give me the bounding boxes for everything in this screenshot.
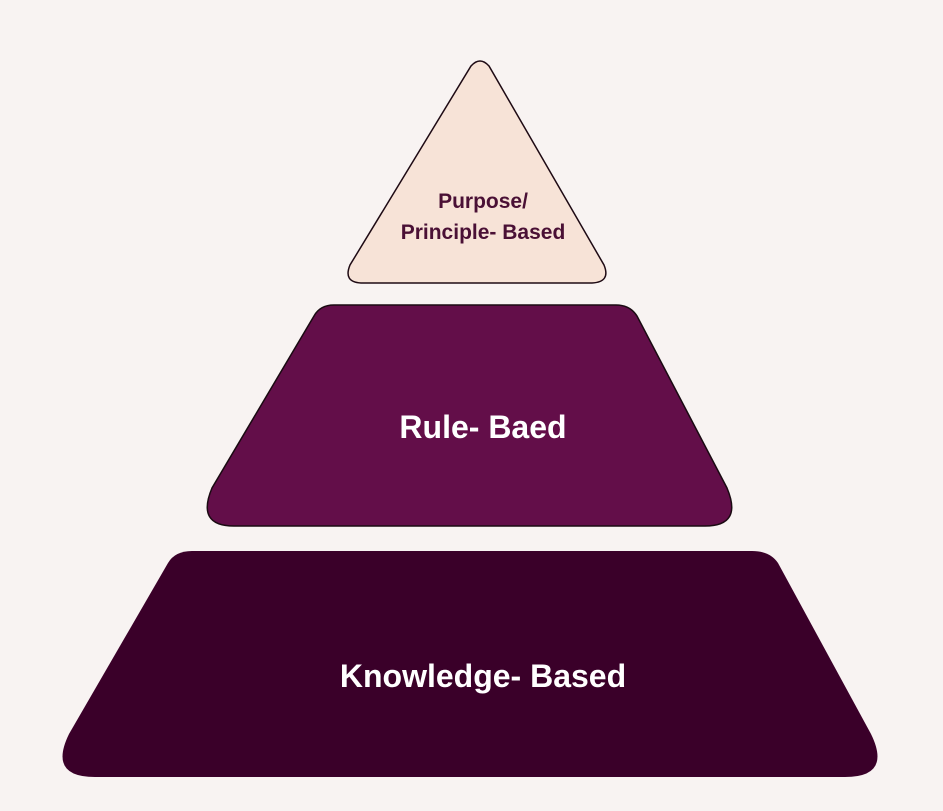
pyramid-middle-tier: Rule- Baed: [206, 304, 733, 527]
pyramid-bottom-tier: Knowledge- Based: [62, 551, 878, 777]
bottom-tier-label: Knowledge- Based: [340, 658, 626, 694]
middle-tier-shape: [206, 304, 733, 527]
pyramid-top-tier: Purpose/ Principle- Based: [347, 60, 607, 284]
middle-tier-label: Rule- Baed: [399, 409, 566, 445]
bottom-tier-shape: [62, 551, 878, 777]
top-tier-label-line1: Purpose/: [438, 190, 528, 213]
top-tier-label-line2: Principle- Based: [401, 221, 566, 244]
top-tier-shape: [347, 60, 607, 284]
